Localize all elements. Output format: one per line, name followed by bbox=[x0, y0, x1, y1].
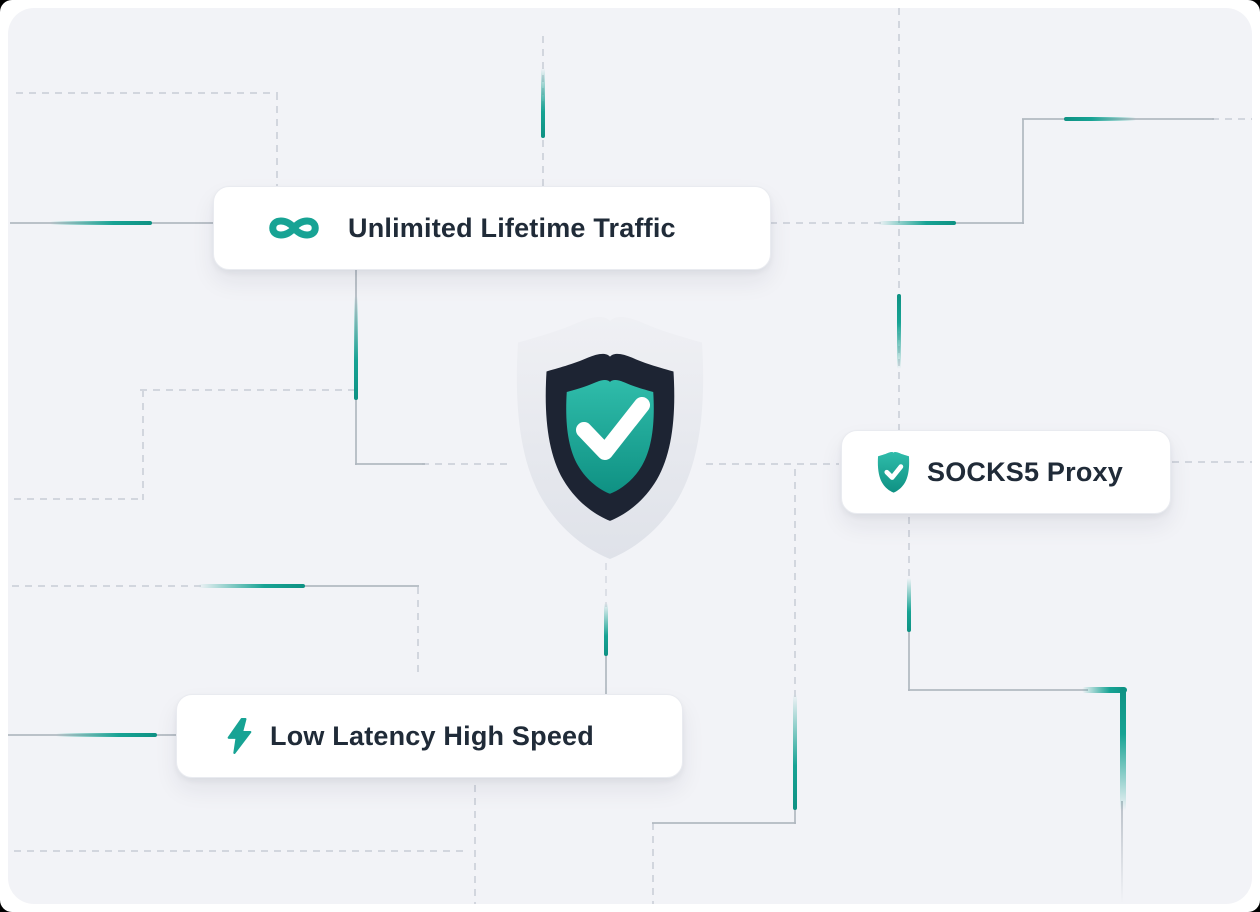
feature-graphic-canvas: Unlimited Lifetime Traffic SOCKS5 Proxy … bbox=[8, 8, 1252, 904]
dashed-line bbox=[474, 785, 476, 904]
accent-line bbox=[1120, 687, 1126, 811]
shield-check-icon bbox=[516, 316, 704, 559]
accent-line bbox=[907, 578, 911, 632]
dashed-line bbox=[276, 93, 278, 186]
accent-line bbox=[604, 603, 608, 656]
accent-line bbox=[198, 584, 305, 588]
dashed-line bbox=[1212, 118, 1252, 120]
accent-line bbox=[50, 221, 152, 225]
infinity-icon bbox=[269, 217, 319, 239]
connector-line bbox=[1121, 801, 1123, 903]
check-mark bbox=[576, 397, 650, 460]
accent-line bbox=[878, 221, 956, 225]
connector-line bbox=[908, 626, 910, 691]
accent-line bbox=[793, 694, 797, 810]
accent-line bbox=[1064, 117, 1136, 121]
accent-line bbox=[1082, 687, 1127, 693]
dashed-line bbox=[652, 823, 654, 904]
connector-line bbox=[355, 463, 425, 465]
dashed-line bbox=[908, 517, 910, 581]
dashed-line bbox=[12, 585, 202, 587]
accent-line bbox=[897, 294, 901, 369]
connector-line bbox=[652, 822, 796, 824]
badge-low-latency: Low Latency High Speed bbox=[176, 694, 683, 778]
shield-check-emblem bbox=[508, 310, 712, 562]
dashed-line bbox=[770, 222, 882, 224]
dashed-line bbox=[14, 850, 467, 852]
badge-label: SOCKS5 Proxy bbox=[927, 456, 1123, 487]
connector-line bbox=[908, 689, 1088, 691]
dashed-line bbox=[14, 498, 143, 500]
dashed-line bbox=[417, 587, 419, 676]
badge-unlimited-traffic: Unlimited Lifetime Traffic bbox=[213, 186, 771, 270]
connector-line bbox=[954, 222, 1024, 224]
shield-check-icon bbox=[877, 452, 910, 493]
dashed-line bbox=[1172, 461, 1252, 463]
connector-line bbox=[1022, 119, 1024, 224]
badge-socks5-proxy: SOCKS5 Proxy bbox=[841, 430, 1171, 514]
accent-line bbox=[541, 68, 545, 138]
dashed-line bbox=[605, 563, 607, 607]
dashed-line bbox=[140, 389, 357, 391]
lightning-bolt-icon bbox=[227, 718, 252, 754]
badge-label: Low Latency High Speed bbox=[270, 720, 594, 751]
dashed-line bbox=[142, 390, 144, 500]
connector-line bbox=[605, 646, 607, 694]
dashed-line bbox=[16, 92, 278, 94]
dashed-line bbox=[422, 463, 510, 465]
dashed-line bbox=[706, 463, 839, 465]
connector-line bbox=[794, 798, 796, 824]
accent-line bbox=[354, 296, 358, 400]
badge-label: Unlimited Lifetime Traffic bbox=[348, 212, 676, 243]
dashed-line bbox=[898, 8, 900, 430]
dashed-line bbox=[794, 469, 796, 699]
accent-line bbox=[56, 733, 157, 737]
connector-line bbox=[302, 585, 419, 587]
